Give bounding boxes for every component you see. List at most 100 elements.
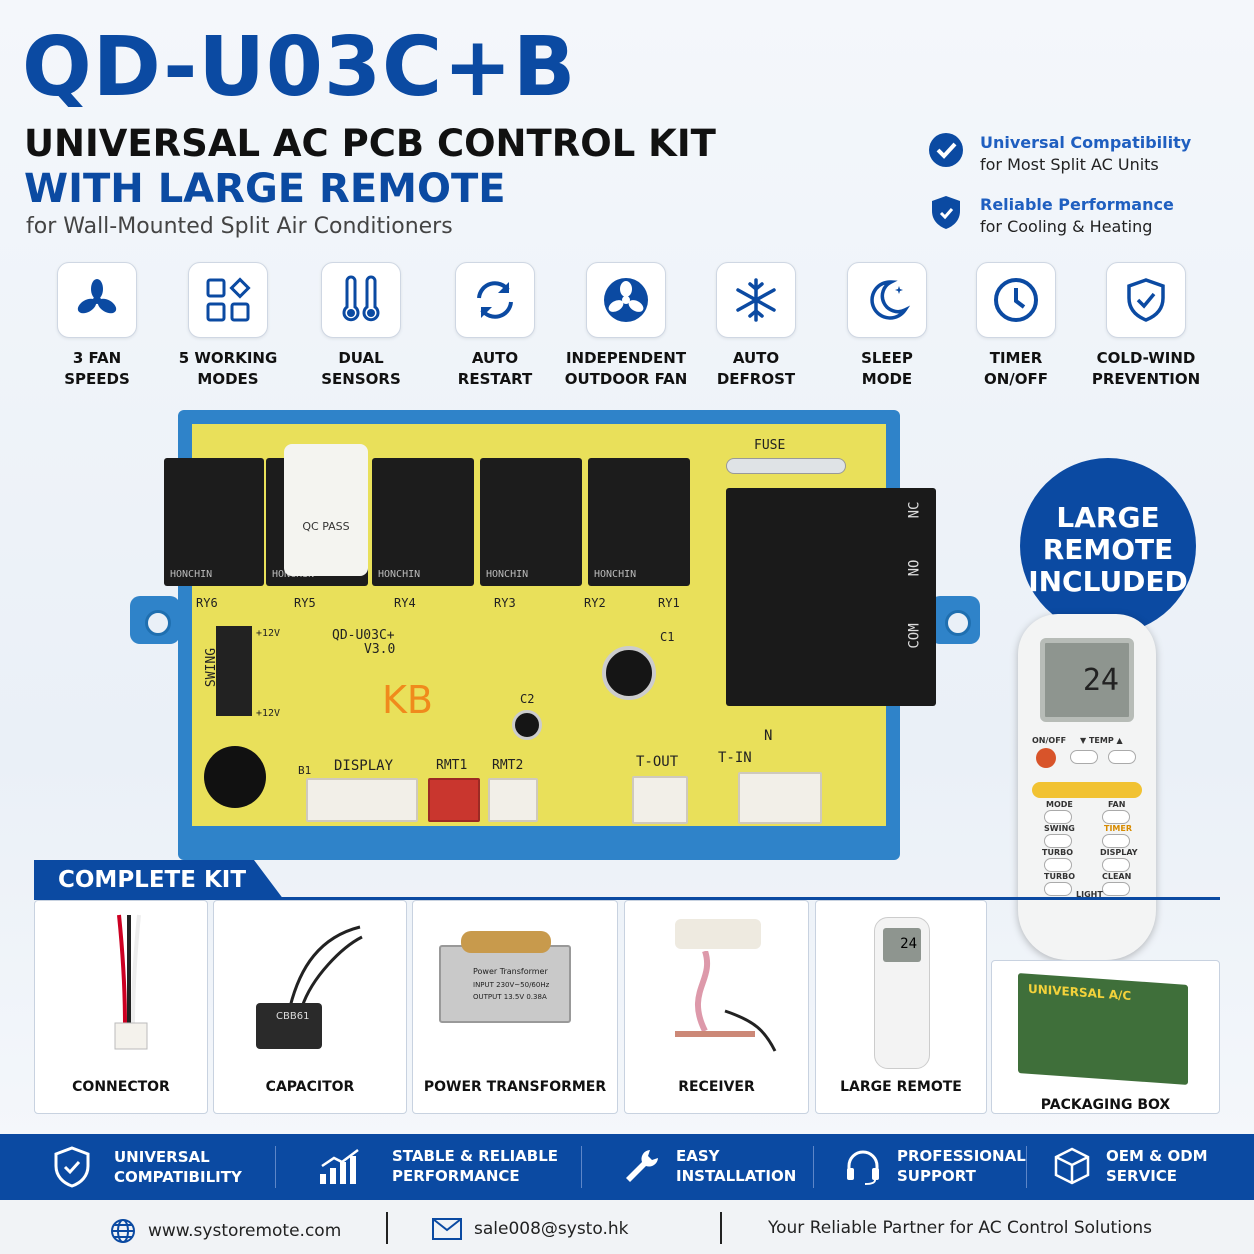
remote-temp-display: 24 xyxy=(1082,663,1119,698)
product-subtitle: UNIVERSAL AC PCB CONTROL KIT xyxy=(24,122,716,165)
slogan-text: Your Reliable Partner for AC Control Sol… xyxy=(768,1218,1152,1238)
relay-label: RY5 xyxy=(294,596,316,610)
t-in-label: T-IN xyxy=(718,750,752,766)
footer xyxy=(0,1200,1254,1254)
footer-separator xyxy=(720,1212,722,1244)
kit-card-remote: 24 LARGE REMOTE xyxy=(815,900,987,1114)
pcb-mount-ear-left xyxy=(130,596,180,644)
footer-separator xyxy=(386,1212,388,1244)
badge-line: REMOTE xyxy=(1042,533,1174,566)
display-button[interactable] xyxy=(1102,858,1130,872)
band-separator xyxy=(1026,1146,1027,1188)
remote-lcd: 24 xyxy=(1040,638,1134,722)
benefit-support: PROFESSIONAL SUPPORT xyxy=(843,1146,1026,1186)
footer-email[interactable]: sale008@systo.hk xyxy=(432,1218,628,1240)
kit-item-label: PACKAGING BOX xyxy=(1040,1097,1171,1113)
feature-line2: PREVENTION xyxy=(1091,370,1201,388)
fan-button[interactable] xyxy=(1102,810,1130,824)
board-brand: KB xyxy=(382,678,433,722)
feature-line2: SENSORS xyxy=(321,370,401,388)
footer-website[interactable]: www.systoremote.com xyxy=(110,1218,341,1244)
capacitor-image xyxy=(256,925,363,1049)
feature-line1: INDEPENDENT xyxy=(565,349,687,367)
feature-outdoor-fan: INDEPENDENT OUTDOOR FAN xyxy=(551,262,701,390)
wrench-icon xyxy=(626,1150,658,1182)
feature-line2: OUTDOOR FAN xyxy=(564,370,688,388)
remote-light-label: LIGHT xyxy=(1076,890,1103,899)
relay: HONCHIN xyxy=(480,458,582,586)
badge-text: for Cooling & Heating xyxy=(980,217,1153,236)
transformer-image xyxy=(439,945,571,1023)
mode-button[interactable] xyxy=(1044,810,1072,824)
mini-remote-image: 24 xyxy=(874,917,930,1069)
outdoor-fan-icon xyxy=(604,278,648,322)
clean-button[interactable] xyxy=(1102,882,1130,896)
feature-line2: SPEEDS xyxy=(64,370,130,388)
shield-icon xyxy=(932,196,960,229)
feature-line1: AUTO xyxy=(732,349,780,367)
benefit-line2: COMPATIBILITY xyxy=(114,1168,242,1186)
check-circle-icon xyxy=(929,133,963,167)
remote-fan-label: FAN xyxy=(1108,800,1126,809)
band-separator xyxy=(581,1146,582,1188)
remote-included-badge: LARGE REMOTE INCLUDED xyxy=(1020,458,1196,634)
feature-line1: AUTO xyxy=(471,349,519,367)
feature-line1: COLD-WIND xyxy=(1096,349,1196,367)
remote-temp-label: ▼ TEMP ▲ xyxy=(1080,736,1123,745)
kit-item-label: POWER TRANSFORMER xyxy=(423,1079,607,1095)
email-link[interactable]: sale008@systo.hk xyxy=(474,1219,629,1239)
t-out-label: T-OUT xyxy=(636,754,679,770)
benefit-line2: SUPPORT xyxy=(897,1167,976,1185)
kit-card-capacitor: CBB61 CAPACITOR xyxy=(213,900,407,1114)
benefit-line2: INSTALLATION xyxy=(676,1167,797,1185)
temp-down-button[interactable] xyxy=(1070,750,1098,764)
temp-up-button[interactable] xyxy=(1108,750,1136,764)
swing-connector xyxy=(216,626,252,716)
receiver-cable xyxy=(675,951,777,1052)
connector-image xyxy=(114,914,148,1050)
kit-card-box: UNIVERSAL A/C PACKAGING BOX xyxy=(991,960,1220,1114)
relay-label: RY4 xyxy=(394,596,416,610)
footer-slogan: Your Reliable Partner for AC Control Sol… xyxy=(768,1218,1152,1238)
power-button[interactable] xyxy=(1036,748,1056,768)
v12-label: +12V xyxy=(256,708,281,719)
turbo-button-2[interactable] xyxy=(1044,882,1072,896)
headset-icon xyxy=(847,1150,879,1185)
fuse xyxy=(726,458,846,474)
c1-label: C1 xyxy=(660,630,675,644)
restart-icon xyxy=(477,281,513,319)
complete-kit-heading: COMPLETE KIT xyxy=(34,860,284,900)
rmt2-label: RMT2 xyxy=(492,758,524,773)
turbo-button[interactable] xyxy=(1044,858,1072,872)
swing-button[interactable] xyxy=(1044,834,1072,848)
mini-remote-display: 24 xyxy=(883,928,921,962)
timer-button[interactable] xyxy=(1102,834,1130,848)
t-in-connector xyxy=(738,772,822,824)
fuse-label: FUSE xyxy=(754,438,786,453)
remote-indicator-strip xyxy=(1032,782,1142,798)
website-link[interactable]: www.systoremote.com xyxy=(148,1221,342,1241)
capacitor-marking: CBB61 xyxy=(276,1011,310,1022)
band-separator xyxy=(813,1146,814,1188)
board-version: V3.0 xyxy=(364,642,396,657)
feature-line2: ON/OFF xyxy=(983,370,1049,388)
board-model: QD-U03C+ xyxy=(332,628,395,643)
kit-item-label: CAPACITOR xyxy=(265,1079,355,1095)
com-label: COM xyxy=(906,623,923,649)
thermometer-icon xyxy=(342,275,380,322)
badge-line: INCLUDED xyxy=(1028,565,1188,598)
badge-text: for Most Split AC Units xyxy=(980,155,1159,174)
benefit-line2: SERVICE xyxy=(1106,1167,1178,1185)
benefit-line1: PROFESSIONAL xyxy=(897,1147,1026,1165)
v12-label: +12V xyxy=(256,628,281,639)
capacitor-c2 xyxy=(512,710,542,740)
